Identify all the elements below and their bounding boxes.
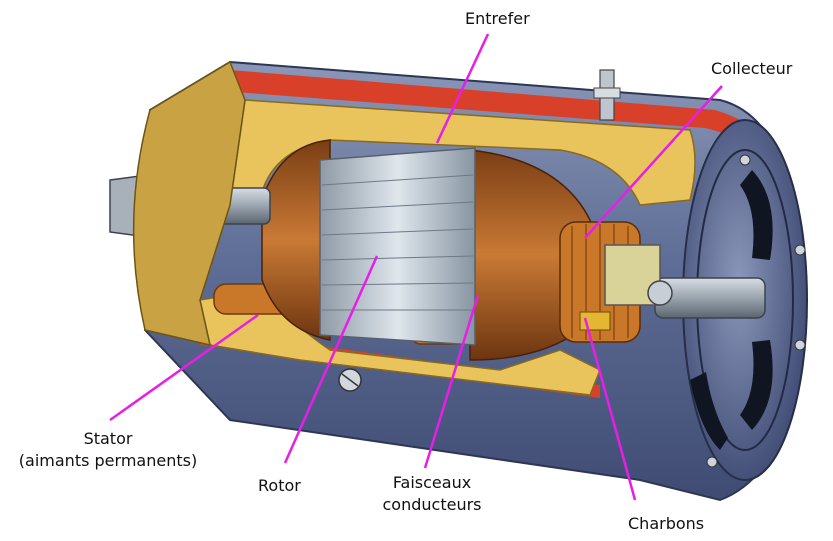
rotor-core — [319, 147, 476, 346]
leader-line-charbons — [583, 317, 637, 501]
label-rotor: Rotor — [258, 476, 301, 495]
label-faisceaux-line1: Faisceaux — [392, 473, 472, 492]
label-stator-line1: Stator — [83, 429, 133, 448]
terminal-post — [593, 69, 621, 121]
label-stator-line2: (aimants permanents) — [18, 451, 198, 470]
left-end-bell — [132, 60, 362, 392]
leader-line-rotor — [283, 255, 379, 464]
leader-line-stator — [109, 313, 259, 422]
label-entrefer: Entrefer — [465, 9, 530, 28]
label-faisceaux-line2: conducteurs — [382, 495, 482, 514]
brush-holder — [579, 244, 673, 331]
leader-lines — [109, 33, 723, 501]
leader-line-entrefer — [435, 33, 490, 144]
label-stator: Stator (aimants permanents) — [8, 428, 208, 472]
leader-line-faisceaux — [423, 294, 480, 469]
leader-line-collecteur — [584, 85, 723, 239]
label-charbons: Charbons — [628, 514, 705, 533]
label-collecteur: Collecteur — [711, 59, 793, 78]
label-faisceaux: Faisceaux conducteurs — [376, 472, 488, 516]
